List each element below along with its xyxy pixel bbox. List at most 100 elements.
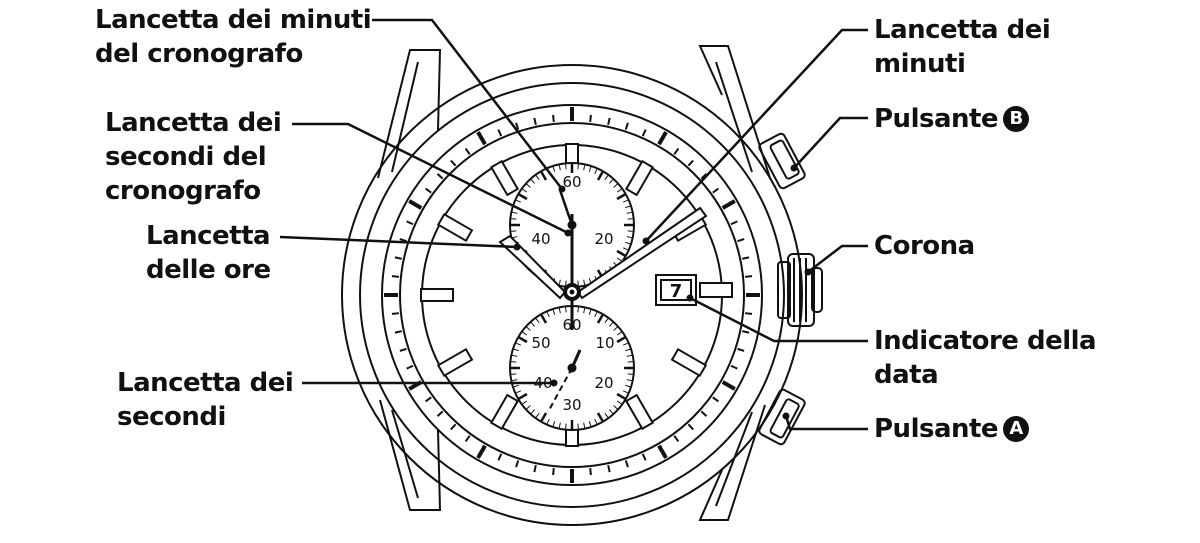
label-chrono-minute-hand: Lancetta dei minuti del cronografo: [95, 3, 372, 71]
label-minute-hand-line2: minuti: [874, 49, 966, 79]
subdial-tick: [565, 280, 567, 286]
subdial-tick: [622, 390, 628, 394]
subdial-tick: [613, 183, 618, 188]
subdial-tick: [613, 326, 618, 331]
minute-tick: [700, 410, 708, 417]
label-button-b-line: Pulsante B: [874, 102, 1030, 136]
leader-crown: [807, 244, 868, 273]
minute-tick: [515, 122, 520, 130]
subdial-tick: [516, 390, 522, 394]
subdial-tick: [526, 183, 531, 188]
upper-subdial-number-20: 20: [594, 230, 613, 248]
subdial-tick: [626, 211, 632, 214]
minute-ticks: [384, 107, 760, 483]
minute-tick: [408, 199, 423, 210]
label-minute-hand-line1: Lancetta dei: [874, 15, 1051, 45]
upper-subdial-number-40: 40: [531, 230, 550, 248]
minute-tick: [464, 147, 471, 155]
hour-index: [670, 347, 708, 378]
subdial-tick: [594, 418, 598, 424]
subdial-tick: [512, 354, 518, 357]
subdial-tick: [522, 331, 527, 336]
minute-tick: [406, 364, 414, 370]
minute-tick: [436, 410, 444, 417]
hands: [498, 189, 708, 413]
subdial-tick: [583, 165, 586, 171]
minute-tick: [394, 330, 403, 334]
label-crown-line1: Corona: [874, 231, 975, 261]
pusher-b-body: [758, 132, 806, 190]
minute-tick: [391, 275, 400, 278]
minute-tick: [712, 187, 720, 194]
chrono-minute-pivot: [567, 220, 577, 230]
minute-tick: [730, 364, 738, 370]
minute-tick: [641, 453, 647, 461]
button-b-badge-icon: B: [1003, 106, 1030, 132]
subdial-tick: [546, 418, 550, 424]
subdial-tick: [594, 312, 598, 318]
subdial-tick: [552, 421, 556, 427]
subdial-tick: [617, 331, 622, 336]
pusher-b-cap: [769, 139, 800, 180]
label-date-indicator-line2: data: [874, 360, 939, 390]
subdial-tick: [565, 164, 567, 170]
subdial-tick: [546, 312, 550, 318]
subdial-tick: [518, 193, 528, 201]
minute-tick: [730, 220, 738, 226]
label-chrono-minute-hand-line2: del cronografo: [95, 39, 303, 69]
second-hand-pivot: [567, 363, 577, 373]
subdial-tick: [596, 171, 604, 181]
subdial-tick: [626, 354, 632, 357]
subdial-tick: [588, 166, 592, 172]
lower-subdial-number-50: 50: [531, 334, 550, 352]
minute-tick: [552, 114, 555, 123]
subdial-tick: [577, 164, 579, 170]
subdial-tick: [577, 307, 579, 313]
hour-index: [420, 288, 454, 302]
label-button-b-text: Pulsante: [874, 104, 999, 134]
case-outer: [341, 64, 803, 526]
minute-tick: [687, 159, 694, 167]
label-second-hand: Lancetta dei secondi: [117, 366, 294, 434]
center-pivot-inner: [569, 289, 575, 295]
leader-button-a: [784, 415, 868, 431]
minute-tick: [399, 238, 407, 243]
minute-tick: [476, 444, 487, 459]
minute-tick: [607, 117, 611, 126]
date-window: [660, 279, 692, 301]
date-value: 7: [670, 281, 683, 302]
minute-tick: [721, 380, 736, 391]
crown-knurling: [793, 258, 807, 322]
hour-index: [624, 159, 655, 197]
label-crown: Corona: [874, 229, 975, 263]
subdial-tick: [522, 188, 527, 193]
subdial-tick: [627, 230, 633, 232]
minute-tick: [406, 220, 414, 226]
label-second-hand-line1: Lancetta dei: [117, 368, 294, 398]
subdial-tick: [558, 279, 561, 285]
subdial-tick: [588, 421, 592, 427]
subdial-tick: [513, 384, 519, 388]
leader-chrono-minute-hand: [372, 18, 563, 190]
button-a-badge-icon: A: [1003, 416, 1030, 442]
minute-tick: [737, 238, 745, 243]
label-chrono-second-hand: Lancetta dei secondi del cronografo: [105, 106, 282, 208]
lug-bottom-left: [379, 399, 442, 511]
subdial-tick: [535, 318, 540, 323]
label-chrono-second-hand-line1: Lancetta dei: [105, 108, 282, 138]
subdial-tick: [558, 422, 561, 428]
subdial-tick: [518, 336, 528, 344]
label-hour-hand-line1: Lancetta: [146, 221, 271, 251]
subdial-tick: [558, 165, 561, 171]
subdial-tick: [616, 392, 626, 400]
subdial-tick: [516, 199, 522, 203]
label-chrono-second-hand-line3: cronografo: [105, 176, 261, 206]
subdial-tick: [511, 373, 517, 375]
subdial-tick: [530, 322, 535, 327]
upper-subdial-number-60: 60: [562, 173, 581, 191]
label-minute-hand: Lancetta dei minuti: [874, 13, 1051, 81]
subdial-tick: [540, 412, 548, 422]
minute-tick: [607, 464, 611, 473]
bezel-outer: [359, 82, 785, 508]
minute-tick: [476, 131, 487, 146]
